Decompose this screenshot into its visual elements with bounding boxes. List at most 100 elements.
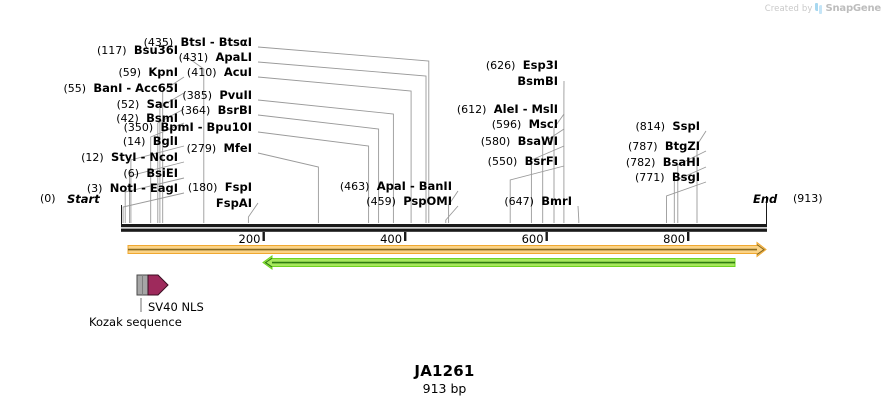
- site-label-kpni[interactable]: (59) KpnI: [0, 66, 178, 79]
- site-leader-line: [448, 190, 459, 223]
- site-leader-line: [696, 130, 707, 223]
- site-position: (42): [116, 112, 139, 125]
- start-connector: [121, 205, 122, 224]
- map-subtitle: 913 bp: [422, 381, 467, 396]
- site-enzyme-name: SacII: [146, 97, 178, 111]
- site-position: (385): [182, 89, 213, 102]
- site-position: (6): [123, 167, 139, 180]
- site-name-separator: -: [405, 179, 419, 193]
- site-position: (626): [485, 59, 516, 72]
- site-name-separator: -: [205, 35, 219, 49]
- site-enzyme-name: BanII: [418, 179, 452, 193]
- site-label-bani[interactable]: (55) BanI - Acc65I: [0, 82, 178, 95]
- site-position: (580): [480, 135, 511, 148]
- end-position: (913): [793, 192, 823, 205]
- site-name-separator: -: [193, 120, 207, 134]
- site-label-styi[interactable]: (12) StyI - NcoI: [0, 151, 178, 164]
- site-leader-line: [257, 76, 412, 223]
- site-position: (350): [123, 121, 154, 134]
- site-enzyme-name: BpmI: [160, 120, 194, 134]
- site-position: (14): [122, 135, 146, 148]
- site-label-bsrfi[interactable]: (550) BsrFI: [0, 155, 558, 168]
- site-label-btgzi[interactable]: (787) BtgZI: [0, 140, 700, 153]
- site-label-fspai[interactable]: FspAI: [0, 197, 252, 209]
- site-position: (782): [625, 156, 656, 169]
- site-position: (59): [118, 66, 142, 79]
- site-label-bsahi[interactable]: (782) BsaHI: [0, 156, 700, 169]
- map-title: JA1261: [414, 362, 475, 380]
- site-position: (647): [504, 195, 534, 208]
- site-leader-line: [509, 165, 565, 223]
- site-enzyme-name: BtsαI: [218, 35, 252, 49]
- site-label-bmri[interactable]: (647) BmrI: [0, 195, 572, 208]
- site-name-separator: -: [518, 102, 532, 116]
- site-enzyme-name: Acc65I: [135, 81, 178, 95]
- site-label-apali[interactable]: (431) ApaLI: [0, 51, 252, 64]
- site-label-pspomi[interactable]: (459) PspOMI: [0, 195, 452, 208]
- site-enzyme-name: KpnI: [148, 65, 178, 79]
- site-label-sspi[interactable]: (814) SspI: [0, 120, 700, 133]
- site-label-msci[interactable]: (596) MscI: [0, 118, 558, 131]
- site-label-bsiei[interactable]: (6) BsiEI: [0, 167, 178, 180]
- site-enzyme-name: BanI: [93, 81, 123, 95]
- ruler-tick: [545, 232, 548, 241]
- site-label-fspi[interactable]: (180) FspI: [0, 181, 252, 194]
- green-track: [262, 255, 736, 270]
- site-name-separator: -: [122, 81, 136, 95]
- site-leader-line: [257, 99, 394, 223]
- site-enzyme-name: BtgZI: [664, 139, 700, 153]
- snapgene-watermark: Created by SnapGene: [765, 3, 881, 14]
- site-leader-line: [542, 128, 565, 223]
- site-label-apai[interactable]: (463) ApaI - BanII: [0, 180, 452, 193]
- site-enzyme-name: EagI: [149, 181, 178, 195]
- site-enzyme-name: BsrFI: [524, 154, 558, 168]
- site-label-bsmi[interactable]: (42) BsmI: [0, 112, 178, 125]
- site-label-bpmi[interactable]: (350) BpmI - Bpu10I: [0, 121, 252, 134]
- site-label-bgli[interactable]: (14) BglI: [0, 135, 178, 148]
- site-enzyme-name: Esp3I: [522, 58, 558, 72]
- site-label-bsawi[interactable]: (580) BsaWI: [0, 135, 558, 148]
- site-position: (431): [178, 51, 209, 64]
- site-label-noti[interactable]: (3) NotI - EagI: [0, 182, 178, 195]
- ruler-tick-marks: [262, 232, 690, 241]
- site-label-alei[interactable]: (612) AleI - MslI: [0, 103, 558, 116]
- site-enzyme-name: BmrI: [541, 194, 572, 208]
- ruler-tick: [404, 232, 407, 241]
- site-enzyme-name: AleI: [493, 102, 519, 116]
- site-enzyme-name: PvuII: [219, 88, 252, 102]
- site-label-bsu36i[interactable]: (117) Bsu36I: [0, 44, 178, 57]
- site-position: (180): [187, 181, 218, 194]
- site-leader-line: [257, 46, 430, 223]
- ruler-tick: [262, 232, 265, 241]
- site-leader-line: [130, 145, 185, 223]
- site-leader-line: [157, 108, 185, 223]
- ruler-tick-label-200: 200: [238, 232, 261, 246]
- site-enzyme-name: BsaHI: [662, 155, 700, 169]
- site-leader-line: [666, 181, 707, 223]
- site-leader-line: [257, 152, 319, 223]
- site-enzyme-name: StyI: [111, 150, 137, 164]
- site-label-mfei[interactable]: (279) MfeI: [0, 142, 252, 155]
- site-position: (550): [487, 155, 518, 168]
- site-leader-line: [257, 114, 380, 223]
- site-label-esp3i[interactable]: (626) Esp3I: [0, 59, 558, 72]
- feature-label-kozak-sequence: Kozak sequence: [89, 315, 182, 329]
- site-label-pvuii[interactable]: (385) PvuII: [0, 89, 252, 102]
- site-position: (12): [81, 151, 104, 164]
- site-label-btsi[interactable]: (435) BtsI - BtsαI: [0, 36, 252, 49]
- site-label-bsgi[interactable]: (771) BsgI: [0, 171, 700, 184]
- ruler-tick-label-600: 600: [521, 232, 544, 246]
- site-label-bsrbi[interactable]: (364) BsrBI: [0, 104, 252, 117]
- site-label-acui[interactable]: (410) AcuI: [0, 66, 252, 79]
- site-enzyme-name: MfeI: [223, 141, 252, 155]
- site-enzyme-name: NcoI: [149, 150, 178, 164]
- site-enzyme-name: BsaWI: [517, 134, 558, 148]
- site-enzyme-name: Bpu10I: [206, 120, 252, 134]
- site-label-bsmbi[interactable]: BsmBI: [0, 75, 558, 87]
- site-position: (612): [456, 103, 487, 116]
- site-position: (814): [635, 120, 666, 133]
- site-label-sacii[interactable]: (52) SacII: [0, 98, 178, 111]
- site-position: (459): [366, 195, 396, 208]
